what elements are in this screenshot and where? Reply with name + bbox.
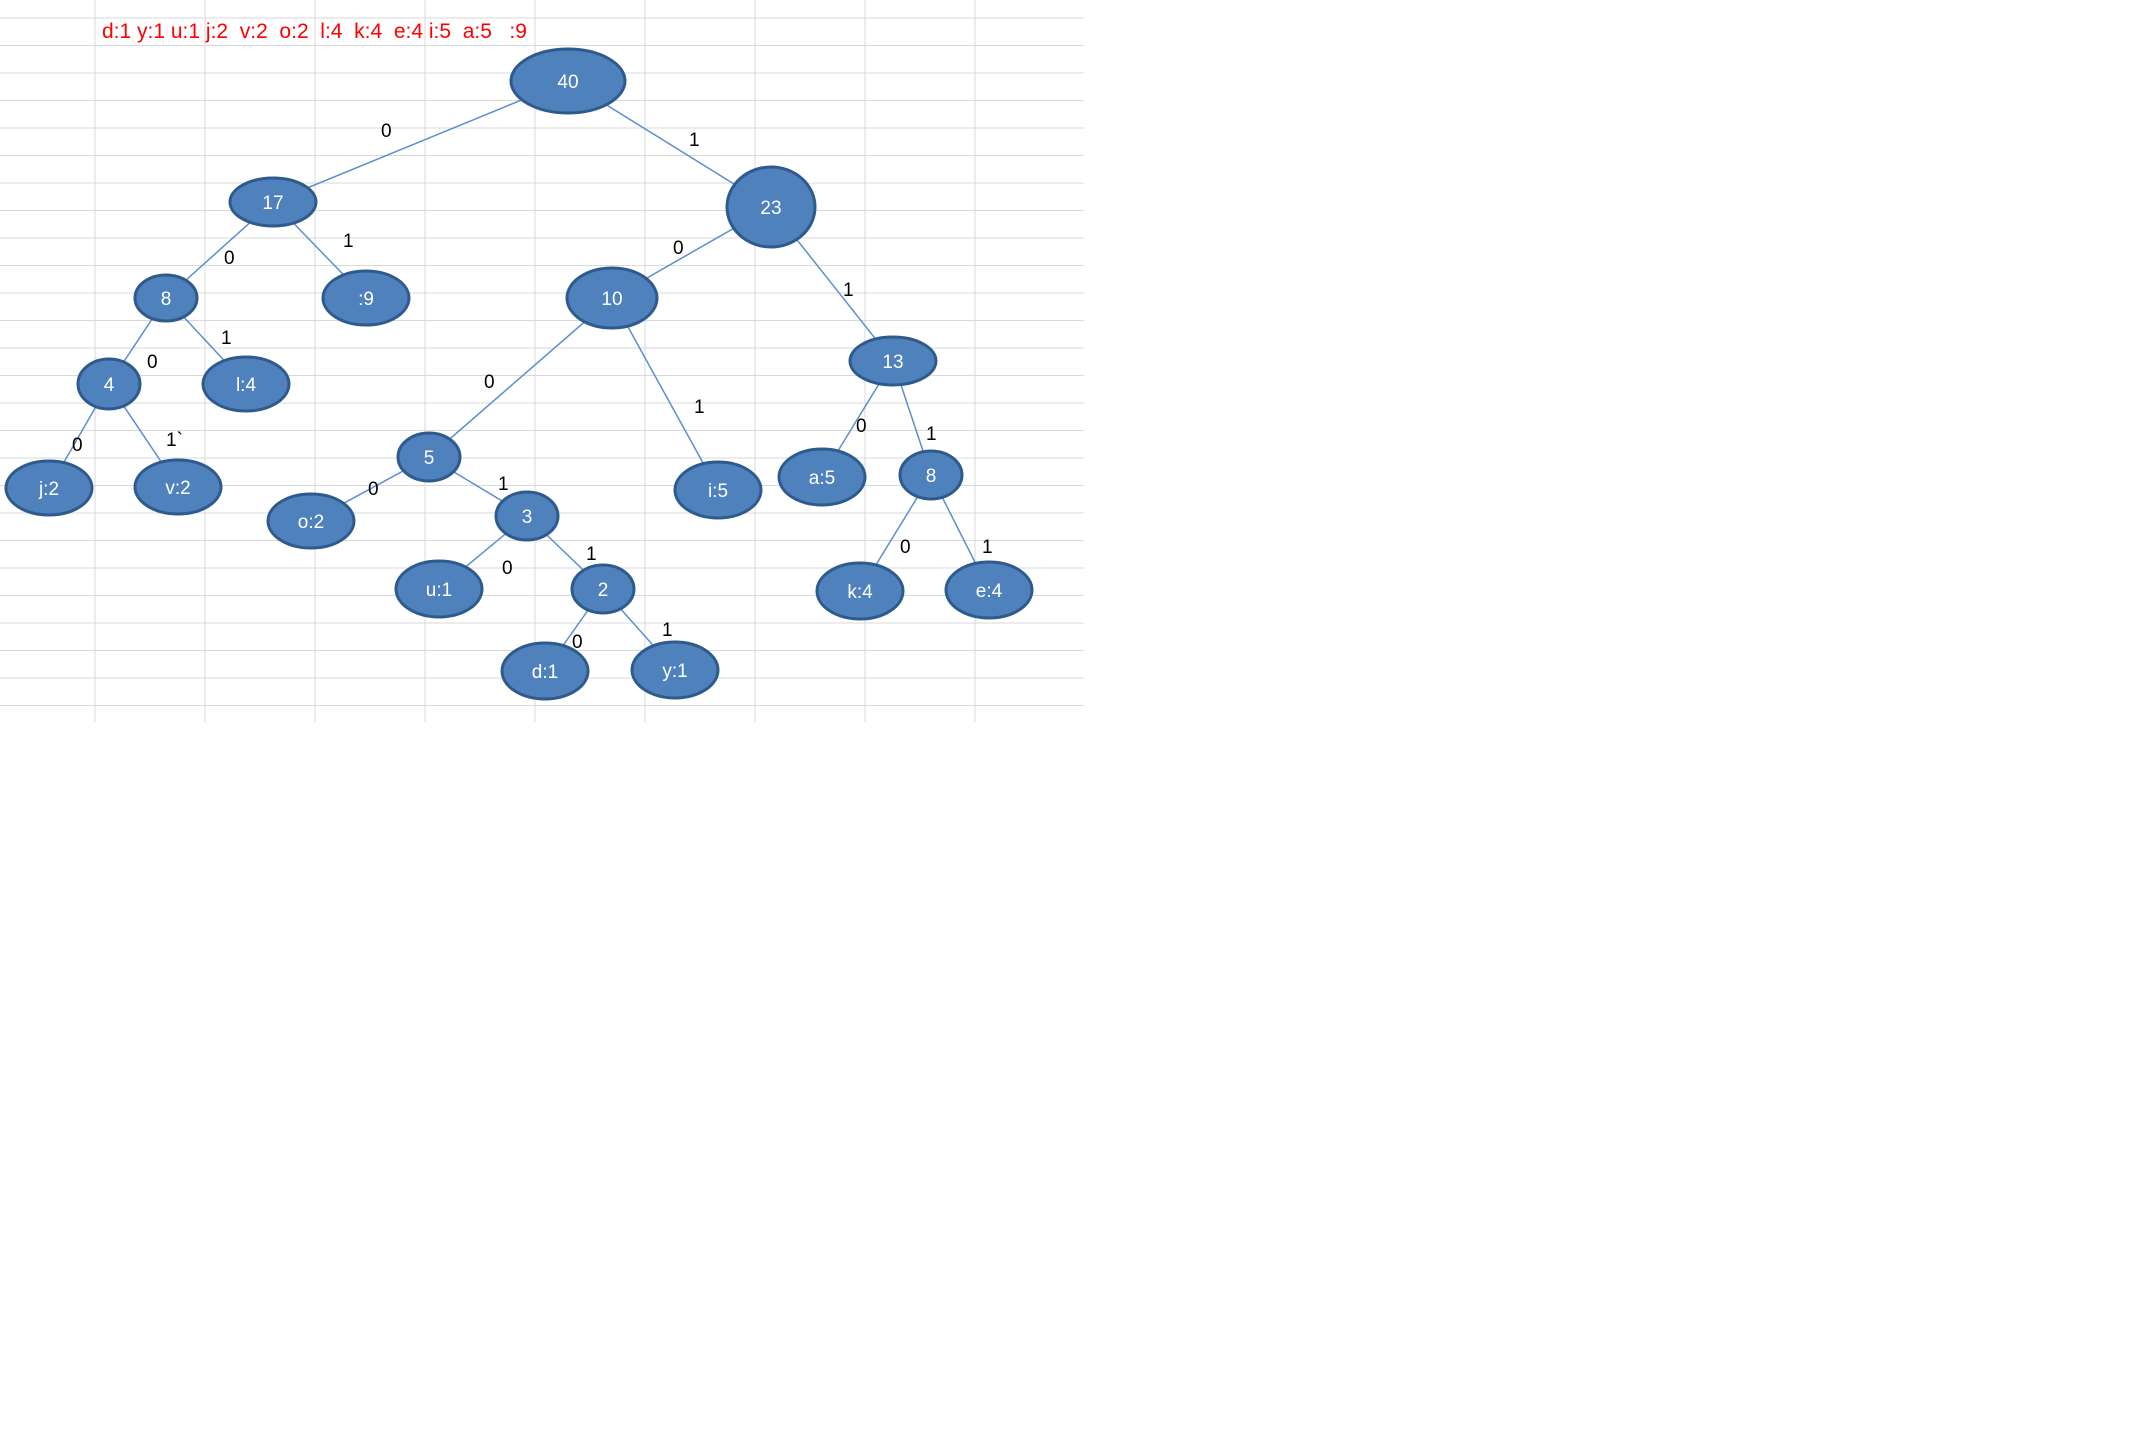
edge-label: 0 [856,416,867,437]
tree-node: 2 [570,563,636,615]
tree-node: u:1 [394,559,484,619]
tree-node: 8 [133,273,199,323]
tree-node-ellipse [777,447,867,507]
tree-node: 23 [725,165,817,249]
edge-label: 1 [586,544,597,565]
edge-label: 1` [166,430,183,451]
tree-node-ellipse [848,335,938,387]
edge-label: 1 [843,280,854,301]
tree-node-ellipse [673,460,763,520]
tree-edge [428,297,613,458]
edge-label: 1 [689,130,700,151]
edge-label: 1 [343,231,354,252]
tree-node-label: 4 [104,375,115,396]
tree-node-label: :9 [358,289,374,310]
tree-node: 4 [76,357,142,411]
tree-node-ellipse [201,355,291,413]
tree-node-ellipse [321,269,411,327]
tree-node-label: e:4 [976,581,1003,602]
edge-label: 0 [368,479,379,500]
tree-node: 13 [848,335,938,387]
tree-node-label: d:1 [532,662,558,683]
tree-node-label: 13 [882,352,903,373]
tree-node-ellipse [570,563,636,615]
tree-edge [272,80,569,203]
tree-node-ellipse [133,273,199,323]
edge-label: 1 [694,397,705,418]
edge-label: 0 [572,632,583,653]
tree-node-label: l:4 [236,375,257,396]
edge-label: 0 [484,372,495,393]
tree-edge [611,297,719,491]
tree-node: y:1 [630,640,720,700]
tree-node-ellipse [630,640,720,700]
tree-node-label: 2 [598,580,609,601]
edge-label: 0 [381,121,392,142]
tree-node: 8 [898,449,964,501]
tree-node-label: 17 [262,193,283,214]
tree-node-label: 3 [522,507,533,528]
tree-node-label: 23 [760,198,781,219]
tree-node: o:2 [266,492,356,550]
tree-node: :9 [321,269,411,327]
tree-node-ellipse [494,490,560,542]
tree-node-label: v:2 [165,478,190,499]
edge-label: 0 [900,537,911,558]
edge-label: 1 [662,620,673,641]
tree-node-ellipse [898,449,964,501]
tree-node-ellipse [815,561,905,621]
tree-node-label: o:2 [298,512,324,533]
tree-node: j:2 [4,459,94,517]
edge-label: 1 [982,537,993,558]
tree-node-ellipse [944,560,1034,620]
tree-node: 17 [228,176,318,228]
tree-node-ellipse [266,492,356,550]
tree-node: 5 [396,431,462,483]
edge-label: 0 [72,435,83,456]
tree-node-label: a:5 [809,468,835,489]
edge-label: 1 [498,474,509,495]
tree-node-ellipse [565,266,659,330]
tree-node: a:5 [777,447,867,507]
tree-node-label: 5 [424,448,435,469]
tree-node: e:4 [944,560,1034,620]
tree-node: i:5 [673,460,763,520]
tree-node-ellipse [133,458,223,516]
tree-node-label: 8 [926,466,937,487]
tree-node-ellipse [396,431,462,483]
edge-label: 0 [673,238,684,259]
frequency-header: d:1 y:1 u:1 j:2 v:2 o:2 l:4 k:4 e:4 i:5 … [102,20,527,43]
edge-label: 0 [224,248,235,269]
tree-node: 10 [565,266,659,330]
edge-label: 1 [926,424,937,445]
tree-node-label: j:2 [38,479,59,500]
tree-node-label: 10 [601,289,622,310]
tree-node-label: u:1 [426,580,452,601]
edge-label: 0 [502,558,513,579]
tree-node-label: k:4 [847,582,873,603]
tree-node-ellipse [228,176,318,228]
tree-node: k:4 [815,561,905,621]
tree-node-ellipse [509,47,627,115]
tree-node-ellipse [394,559,484,619]
tree-node: l:4 [201,355,291,413]
tree-node: d:1 [500,641,590,701]
tree-node: 3 [494,490,560,542]
tree-node-ellipse [500,641,590,701]
tree-node-ellipse [725,165,817,249]
edge-label: 0 [147,352,158,373]
tree-node: 40 [509,47,627,115]
tree-node-label: y:1 [662,661,687,682]
tree-node-label: 8 [161,289,172,310]
tree-node-ellipse [4,459,94,517]
tree-node-label: 40 [557,72,578,93]
tree-node: v:2 [133,458,223,516]
tree-node-label: i:5 [708,481,728,502]
tree-node-ellipse [76,357,142,411]
edge-label: 1 [221,328,232,349]
